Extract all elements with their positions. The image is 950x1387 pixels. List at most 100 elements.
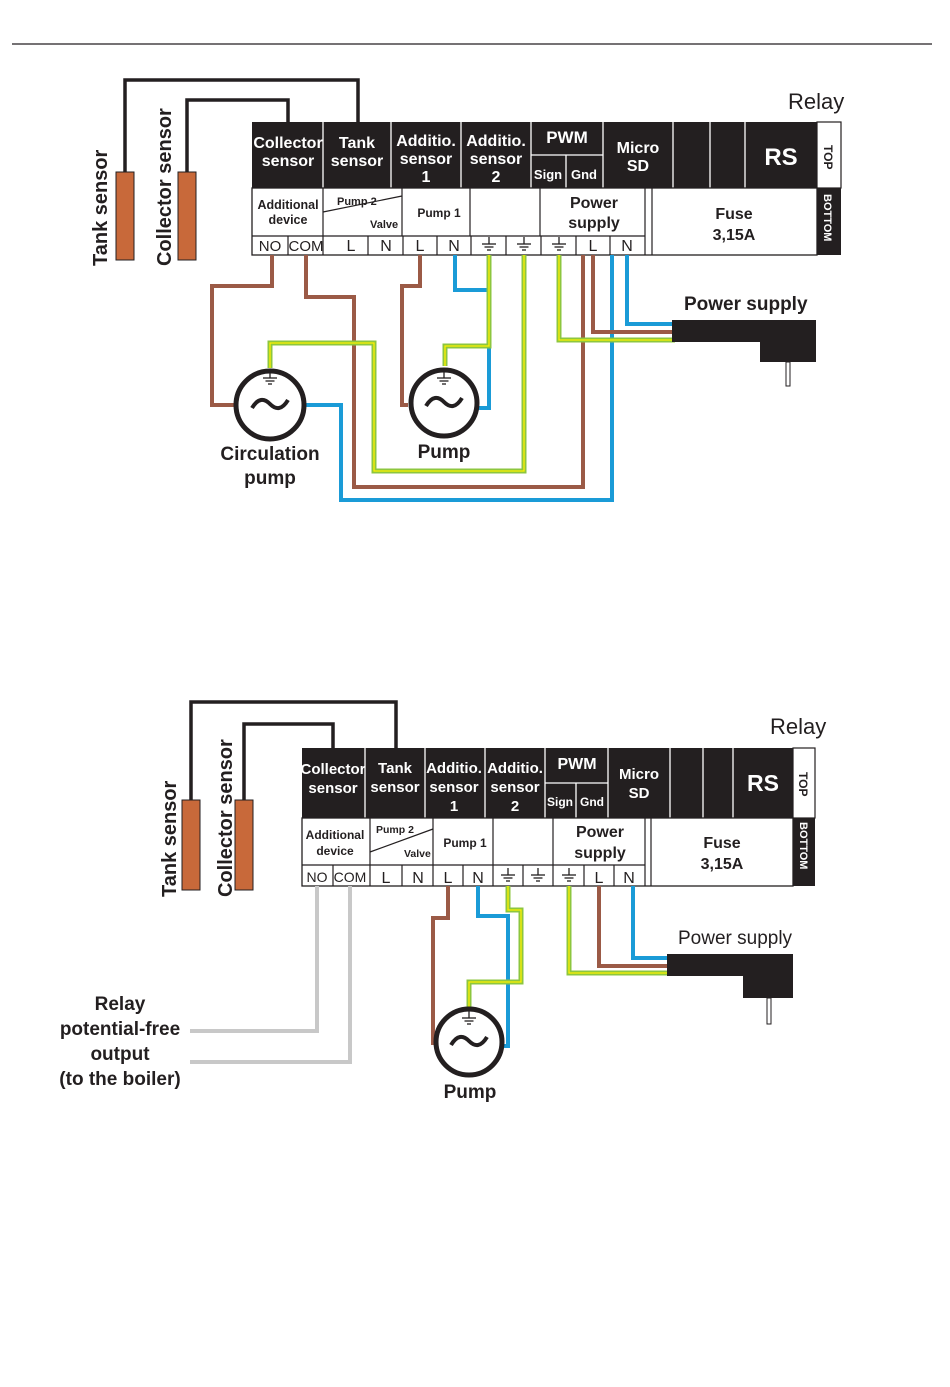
circulation-pump-label: Circulation bbox=[220, 444, 319, 465]
terminal-n-power: N bbox=[621, 238, 633, 255]
bottom-label: BOTTOM bbox=[797, 822, 809, 869]
pwm-header: PWM bbox=[557, 756, 596, 773]
terminal-n-pump1: N bbox=[472, 870, 484, 887]
add2-header-sub: sensor bbox=[490, 779, 539, 796]
tank-header-sub: sensor bbox=[370, 779, 419, 796]
pump2-label: Pump 2 bbox=[376, 824, 414, 836]
terminal-l-pump1: L bbox=[416, 238, 425, 255]
wire-blue-power bbox=[631, 886, 670, 960]
add1-header-num: 1 bbox=[450, 798, 458, 815]
power-supply-block-label-sub: supply bbox=[574, 845, 626, 862]
tank-sensor-wire bbox=[123, 78, 360, 172]
wire-blue-pump bbox=[476, 886, 510, 1048]
collector-header: Collector bbox=[300, 761, 365, 778]
bottom-label: BOTTOM bbox=[821, 194, 833, 241]
diagram-2: Tank sensor Collector sensor Relay Colle… bbox=[59, 700, 826, 1103]
top-label: TOP bbox=[821, 145, 835, 169]
terminal-l-power: L bbox=[589, 238, 598, 255]
pwm-header: PWM bbox=[546, 128, 588, 147]
wire-brown-pump bbox=[400, 255, 422, 407]
pump1-label: Pump 1 bbox=[417, 206, 461, 220]
wire-brown-no bbox=[210, 255, 274, 407]
tank-sensor-probe bbox=[115, 171, 135, 261]
add2-header: Additio. bbox=[466, 133, 526, 150]
terminal-header-top: Collector sensor Tank sensor Additio. se… bbox=[300, 747, 816, 819]
terminal-n-pump2: N bbox=[380, 238, 392, 255]
fuse-value: 3,15A bbox=[701, 856, 744, 873]
microsd-header: Micro bbox=[617, 140, 660, 157]
collector-header: Collector bbox=[253, 135, 322, 152]
power-supply-label: Power supply bbox=[678, 928, 793, 949]
power-supply-label: Power supply bbox=[684, 294, 808, 315]
wire-gray-no bbox=[190, 886, 319, 1033]
terminal-com: COM bbox=[334, 869, 367, 885]
microsd-header-sub: SD bbox=[627, 158, 649, 175]
add2-header: Additio. bbox=[487, 760, 543, 777]
terminal-n-power: N bbox=[623, 870, 635, 887]
power-plug-icon bbox=[672, 320, 816, 387]
terminal-l-power: L bbox=[595, 870, 604, 887]
pwm-gnd: Gnd bbox=[580, 795, 604, 809]
wire-blue-circ bbox=[304, 255, 614, 502]
collector-sensor-label: Collector sensor bbox=[215, 739, 237, 897]
microsd-header-sub: SD bbox=[629, 785, 650, 802]
circulation-pump-label-sub: pump bbox=[244, 468, 296, 489]
add1-header-sub: sensor bbox=[429, 779, 478, 796]
rs-header: RS bbox=[764, 144, 797, 171]
tank-sensor-label: Tank sensor bbox=[90, 149, 112, 266]
add1-header-num: 1 bbox=[422, 169, 431, 186]
tank-sensor-label: Tank sensor bbox=[159, 780, 181, 897]
wire-brown-com bbox=[304, 255, 585, 489]
add2-header-sub: sensor bbox=[470, 151, 522, 168]
fuse-label: Fuse bbox=[715, 206, 752, 223]
pwm-sign: Sign bbox=[534, 167, 562, 182]
pump-icon bbox=[408, 367, 480, 439]
terminal-no: NO bbox=[307, 869, 328, 885]
pwm-gnd: Gnd bbox=[571, 167, 597, 182]
wire-green-pump bbox=[442, 255, 492, 366]
collector-header-sub: sensor bbox=[262, 153, 314, 170]
wire-blue-power bbox=[625, 255, 675, 326]
valve-label: Valve bbox=[370, 219, 398, 231]
tank-header: Tank bbox=[378, 760, 413, 777]
tank-header: Tank bbox=[339, 135, 375, 152]
additional-device-label-sub: device bbox=[316, 844, 354, 858]
collector-sensor-probe bbox=[177, 171, 197, 261]
relay-output-label-2: potential-free bbox=[60, 1019, 180, 1040]
power-supply-block-label-sub: supply bbox=[568, 215, 620, 232]
collector-sensor-probe bbox=[234, 799, 254, 891]
relay-output-label: Relay bbox=[95, 994, 146, 1015]
additional-device-label-sub: device bbox=[269, 213, 308, 227]
collector-sensor-wire bbox=[242, 722, 335, 800]
terminal-header-top: Collector sensor Tank sensor Additio. se… bbox=[252, 121, 842, 189]
terminal-header-bottom: Additional device Pump 2 Valve Pump 1 Po… bbox=[251, 187, 841, 256]
wire-brown-power bbox=[597, 886, 670, 968]
collector-sensor-wire bbox=[185, 98, 290, 172]
microsd-header: Micro bbox=[619, 766, 659, 783]
pump-label: Pump bbox=[418, 442, 471, 463]
add2-header-num: 2 bbox=[511, 798, 519, 815]
collector-sensor-label: Collector sensor bbox=[154, 108, 176, 266]
wire-gray-com bbox=[190, 886, 352, 1064]
additional-device-label: Additional bbox=[306, 828, 365, 842]
circulation-pump-icon bbox=[233, 368, 307, 442]
add1-header: Additio. bbox=[426, 760, 482, 777]
terminal-com: COM bbox=[289, 238, 324, 255]
terminal-n-pump2: N bbox=[412, 870, 424, 887]
power-supply-block-label: Power bbox=[576, 824, 624, 841]
terminal-n-pump1: N bbox=[448, 238, 460, 255]
power-supply-block-label: Power bbox=[570, 195, 618, 212]
valve-label: Valve bbox=[404, 848, 431, 860]
relay-label: Relay bbox=[788, 89, 844, 114]
pump1-label: Pump 1 bbox=[443, 836, 487, 850]
tank-sensor-wire bbox=[189, 700, 398, 800]
relay-output-label-3: output bbox=[90, 1044, 150, 1065]
wire-green-power bbox=[556, 255, 675, 343]
power-plug-icon bbox=[667, 954, 793, 1025]
terminal-l-pump2: L bbox=[347, 238, 356, 255]
fuse-value: 3,15A bbox=[713, 227, 756, 244]
wire-green-circ bbox=[267, 255, 527, 474]
pump2-label: Pump 2 bbox=[337, 196, 377, 208]
pump-icon bbox=[433, 1006, 505, 1078]
